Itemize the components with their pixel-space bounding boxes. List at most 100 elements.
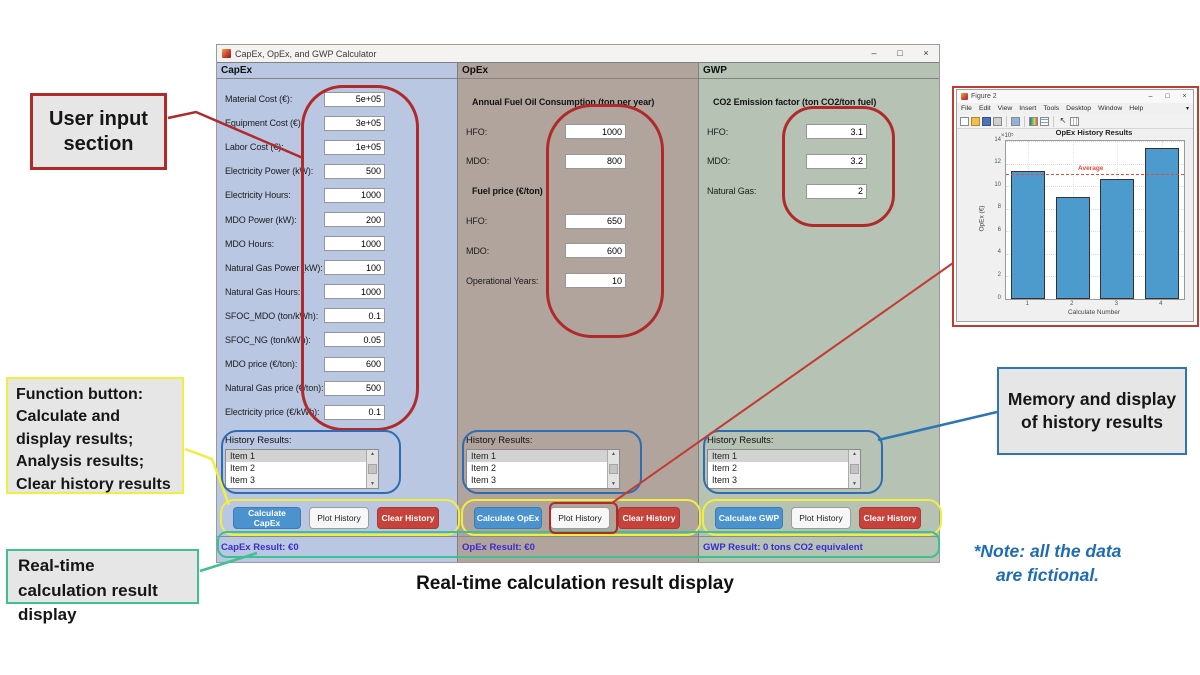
- input-row: MDO:: [458, 147, 698, 177]
- field-input[interactable]: [324, 284, 385, 300]
- field-input[interactable]: [324, 308, 385, 324]
- menu-item-edit[interactable]: Edit: [978, 105, 991, 112]
- edit-plot-icon[interactable]: ↖: [1059, 116, 1067, 125]
- close-icon[interactable]: ×: [1182, 93, 1187, 100]
- maximize-icon[interactable]: □: [897, 48, 903, 58]
- field-label: MDO Hours:: [225, 238, 275, 249]
- field-input[interactable]: [565, 153, 626, 169]
- field-input[interactable]: [806, 124, 867, 140]
- field-input[interactable]: [324, 91, 385, 107]
- open-file-icon[interactable]: [971, 116, 980, 126]
- button-row: Calculate OpEx Plot History Clear History: [458, 507, 698, 531]
- clear-history-button[interactable]: Clear History: [377, 507, 439, 529]
- menu-item-view[interactable]: View: [997, 105, 1013, 112]
- menu-item-desktop[interactable]: Desktop: [1066, 105, 1092, 112]
- menu-item-file[interactable]: File: [961, 105, 972, 112]
- gridline: [1006, 186, 1184, 188]
- field-input[interactable]: [806, 183, 867, 199]
- x-tick-label: 1: [1025, 301, 1029, 307]
- list-item[interactable]: Item 1: [708, 450, 848, 462]
- list-item[interactable]: Item 1: [467, 450, 607, 462]
- field-input[interactable]: [324, 212, 385, 228]
- field-input[interactable]: [324, 139, 385, 155]
- field-input[interactable]: [324, 163, 385, 179]
- scrollbar-thumb[interactable]: [609, 464, 618, 474]
- field-input[interactable]: [565, 213, 626, 229]
- minimize-icon[interactable]: –: [871, 48, 877, 58]
- list-item[interactable]: Item 2: [471, 463, 497, 473]
- field-input[interactable]: [324, 356, 385, 372]
- input-row: MDO price (€/ton):: [217, 352, 457, 376]
- field-input[interactable]: [565, 273, 626, 289]
- minimize-icon[interactable]: –: [1148, 93, 1153, 100]
- property-inspector-icon[interactable]: [1070, 116, 1079, 126]
- list-item[interactable]: Item 1: [226, 450, 366, 462]
- field-input[interactable]: [324, 115, 385, 131]
- field-input[interactable]: [324, 332, 385, 348]
- calculate-capex-button[interactable]: Calculate CapEx: [233, 507, 301, 529]
- menu-item-tools[interactable]: Tools: [1043, 105, 1060, 112]
- plot-history-button[interactable]: Plot History: [791, 507, 851, 529]
- maximize-icon[interactable]: □: [1165, 93, 1170, 100]
- gridline: [1006, 141, 1184, 142]
- field-input[interactable]: [806, 153, 867, 169]
- section-heading: CO2 Emission factor (ton CO2/ton fuel): [713, 96, 877, 107]
- field-label: Material Cost (€):: [225, 94, 293, 105]
- menu-item-help[interactable]: Help: [1129, 105, 1144, 112]
- field-label: Operational Years:: [466, 275, 539, 286]
- calculate-gwp-button[interactable]: Calculate GWP: [715, 507, 783, 529]
- history-bar: [1011, 171, 1046, 299]
- field-label: Electricity Hours:: [225, 190, 291, 201]
- menu-item-insert[interactable]: Insert: [1019, 105, 1037, 112]
- insert-legend-icon[interactable]: [1040, 116, 1049, 126]
- list-item[interactable]: Item 3: [471, 475, 497, 485]
- field-input[interactable]: [565, 243, 626, 259]
- listbox-scrollbar[interactable]: ▲▼: [848, 450, 860, 488]
- field-label: Natural Gas price (€/ton):: [225, 383, 324, 394]
- button-row: Calculate GWP Plot History Clear History: [699, 507, 939, 531]
- list-item[interactable]: Item 3: [230, 475, 256, 485]
- calculate-opex-button[interactable]: Calculate OpEx: [474, 507, 542, 529]
- scroll-up-icon[interactable]: ▲: [370, 451, 375, 457]
- print-figure-icon[interactable]: [993, 116, 1002, 126]
- listbox-scrollbar[interactable]: ▲▼: [607, 450, 619, 488]
- listbox-scrollbar[interactable]: ▲▼: [366, 450, 378, 488]
- field-input[interactable]: [324, 236, 385, 252]
- clear-history-button[interactable]: Clear History: [859, 507, 921, 529]
- list-item[interactable]: Item 2: [712, 463, 738, 473]
- scrollbar-thumb[interactable]: [850, 464, 859, 474]
- plot-history-button[interactable]: Plot History: [309, 507, 369, 529]
- scroll-down-icon[interactable]: ▼: [370, 481, 375, 487]
- input-row: MDO Power (kW):: [217, 207, 457, 231]
- field-input[interactable]: [324, 260, 385, 276]
- scroll-down-icon[interactable]: ▼: [611, 481, 616, 487]
- close-icon[interactable]: ×: [923, 48, 929, 58]
- scroll-down-icon[interactable]: ▼: [852, 481, 857, 487]
- input-row: Electricity price (€/kWh):: [217, 400, 457, 424]
- scroll-up-icon[interactable]: ▲: [611, 451, 616, 457]
- field-input[interactable]: [324, 404, 385, 420]
- menu-item-window[interactable]: Window: [1098, 105, 1123, 112]
- panel-body-opex: Annual Fuel Oil Consumption (ton per yea…: [458, 79, 698, 562]
- menu-overflow-icon[interactable]: ▾: [1185, 106, 1189, 112]
- scrollbar-thumb[interactable]: [368, 464, 377, 474]
- link-plot-icon[interactable]: [1011, 116, 1020, 126]
- window-titlebar: CapEx, OpEx, and GWP Calculator – □ ×: [217, 45, 939, 62]
- save-figure-icon[interactable]: [982, 116, 991, 126]
- list-item[interactable]: Item 2: [230, 463, 256, 473]
- window-title: CapEx, OpEx, and GWP Calculator: [235, 48, 377, 59]
- field-input[interactable]: [324, 187, 385, 203]
- field-input[interactable]: [324, 380, 385, 396]
- field-input[interactable]: [565, 124, 626, 140]
- new-figure-icon[interactable]: [960, 116, 969, 126]
- plot-history-button[interactable]: Plot History: [550, 507, 610, 529]
- chart-title: OpEx History Results: [1055, 128, 1133, 137]
- clear-history-button[interactable]: Clear History: [618, 507, 680, 529]
- list-item[interactable]: Item 3: [712, 475, 738, 485]
- insert-colorbar-icon[interactable]: [1029, 116, 1038, 126]
- scroll-up-icon[interactable]: ▲: [852, 451, 857, 457]
